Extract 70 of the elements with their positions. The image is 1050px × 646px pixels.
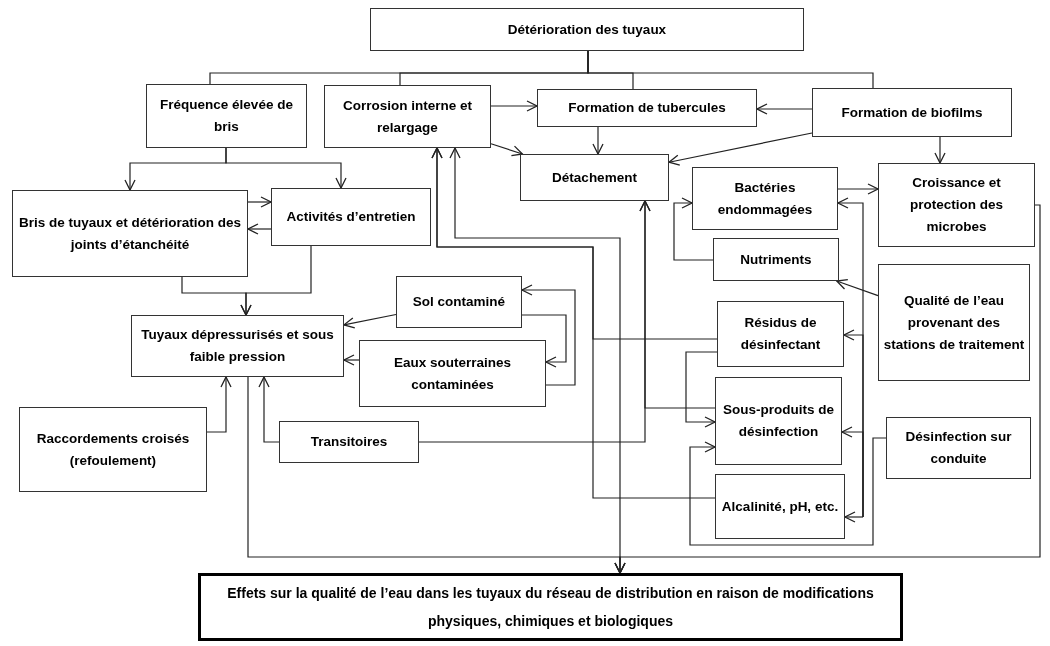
box-text: Sol contaminé (412, 293, 506, 311)
process-box (146, 84, 307, 148)
process-box (717, 301, 844, 367)
arrow (689, 437, 887, 546)
box-text: Fréquence élevée de bris (159, 96, 294, 136)
box-text: Nutriments (740, 250, 812, 269)
arrow (592, 126, 604, 155)
arrow (206, 376, 232, 433)
outcome-box (198, 573, 903, 641)
box-text: Détachement (552, 168, 637, 187)
process-box (520, 154, 669, 201)
arrow (247, 196, 272, 208)
arrow (240, 245, 312, 316)
box-text: Corrosion interne et relargage (342, 96, 473, 137)
process-box (812, 88, 1012, 137)
process-box (359, 340, 546, 407)
box-text: Raccordements croisés (refoulement) (35, 429, 191, 470)
arrow (836, 278, 879, 297)
process-box (713, 238, 839, 281)
box-text: Alcalinité, pH, etc. (721, 497, 839, 516)
box-text: Désinfection sur conduite (904, 428, 1013, 468)
arrow (431, 147, 716, 499)
process-box (271, 188, 431, 246)
process-box (886, 417, 1031, 479)
box-text: Eaux souterraines contaminées (392, 353, 513, 394)
process-box (396, 276, 522, 328)
box-text: Bris de tuyaux et détérioration des joints d’étanchéité (17, 213, 243, 254)
process-box (715, 474, 845, 539)
box-text: Croissance et protection des microbes (909, 174, 1004, 236)
process-box (878, 264, 1030, 381)
arrow (841, 426, 864, 518)
process-box (370, 8, 804, 51)
arrow (343, 313, 397, 329)
arrow (521, 284, 576, 386)
arrow (225, 147, 347, 189)
box-text: Effets sur la qualité de l’eau dans les tuyaux du réseau de distribution en raison de modifications physiques, chimiques et biologiques (226, 584, 875, 631)
process-box (715, 377, 842, 465)
process-box (12, 190, 248, 277)
box-text: Résidus de désinfectant (739, 314, 822, 354)
arrow (685, 351, 718, 428)
arrow (934, 136, 946, 164)
arrow (639, 200, 716, 409)
box-text: Qualité de l’eau provenant des stations de traitement (883, 291, 1025, 354)
box-text: Détérioration des tuyaux (507, 20, 667, 39)
process-box (279, 421, 419, 463)
box-text: Sous-produits de désinfection (722, 401, 835, 441)
arrow (668, 132, 813, 166)
arrow (343, 354, 360, 366)
arrow (837, 183, 879, 195)
arrow (247, 223, 272, 235)
arrow (490, 100, 538, 112)
process-box (692, 167, 838, 230)
process-box (878, 163, 1035, 247)
box-text: Tuyaux dépressurisés et sous faible pression (140, 326, 335, 366)
arrow (756, 103, 813, 115)
arrow (258, 376, 280, 443)
arrow (614, 204, 1041, 574)
box-text: Transitoires (310, 433, 388, 451)
process-box (324, 85, 491, 148)
arrow (673, 197, 714, 261)
arrow (490, 143, 524, 157)
process-box (131, 315, 344, 377)
box-text: Formation de biofilms (841, 103, 983, 122)
box-text: Formation de tubercules (568, 99, 726, 117)
process-box (19, 407, 207, 492)
process-box (537, 89, 757, 127)
arrow (844, 511, 864, 523)
box-text: Bactéries endommagées (716, 178, 814, 219)
box-text: Activités d’entretien (286, 208, 416, 226)
arrow (521, 314, 567, 368)
